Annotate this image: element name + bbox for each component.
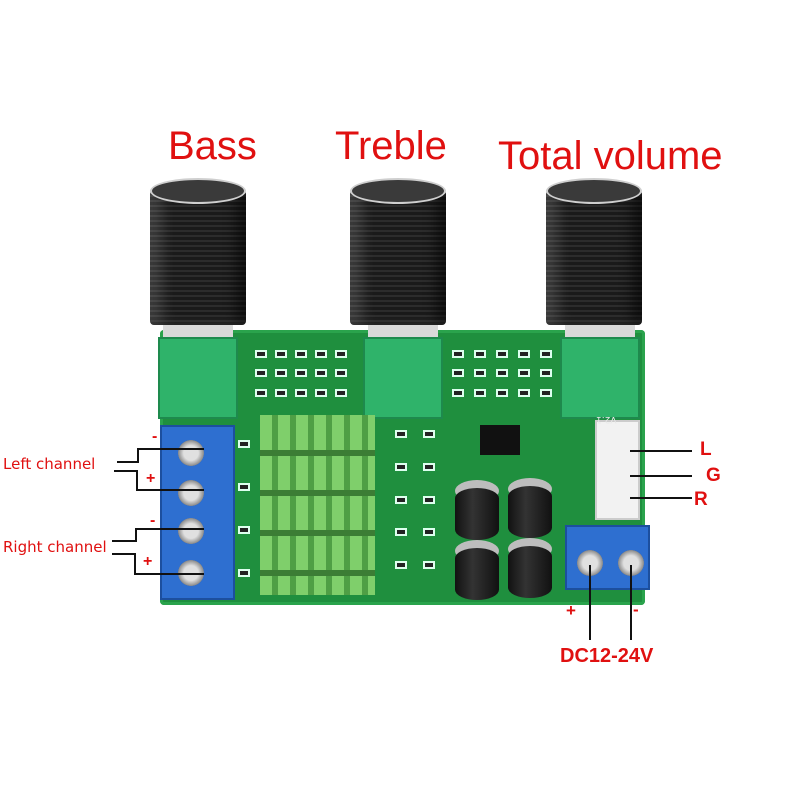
bass-label: Bass [168,124,257,168]
left-channel-label: Left channel [3,455,96,473]
right-channel-label: Right channel [3,538,107,556]
leader-line [137,448,204,450]
leader-line [117,461,139,463]
leader-line [112,553,136,555]
bass-knob [150,185,246,325]
heatsink-groove [260,530,375,536]
volume-knob [546,185,642,325]
output-l-label: L [700,439,712,460]
leader-line [137,448,139,462]
leader-line [134,553,136,574]
leader-line [134,573,204,575]
left-minus-label: - [152,428,158,445]
output-r-label: R [694,489,708,510]
bass-pot-shaft [163,325,233,337]
leader-line [135,528,204,530]
output-g-label: G [706,465,721,486]
treble-knob-top [350,178,446,204]
capacitor [508,478,552,538]
leader-line [112,540,137,542]
heatsink [260,415,375,595]
left-plus-screw [178,480,204,506]
volume-pot-shaft [565,325,635,337]
smd-column-left [238,440,254,590]
leader-line [589,565,591,640]
smd-array-left [255,350,355,400]
version-silkscreen: V2.1 [596,414,617,424]
volume-potentiometer [560,337,640,419]
heatsink-groove [260,570,375,576]
smd-array-center [395,430,455,580]
leader-line [135,528,137,540]
treble-knob [350,185,446,325]
power-label: DC12-24V [560,645,654,667]
left-minus-screw [178,440,204,466]
total-volume-label: Total volume [498,134,723,178]
right-minus-screw [178,518,204,544]
leader-line [630,475,692,477]
leader-line [136,489,204,491]
leader-line [630,450,692,452]
treble-pot-shaft [368,325,438,337]
power-minus-label: - [633,600,639,619]
bass-knob-top [150,178,246,204]
volume-knob-top [546,178,642,204]
capacitor [455,480,499,540]
right-minus-label: - [150,512,156,529]
leader-line [630,565,632,640]
treble-label: Treble [335,124,447,168]
leader-line [136,470,138,490]
amplifier-chip [480,425,520,455]
speaker-output-connector [595,420,640,520]
bass-potentiometer [158,337,238,419]
leader-line [630,497,692,499]
capacitor [455,540,499,600]
heatsink-groove [260,490,375,496]
heatsink-groove [260,450,375,456]
left-plus-label: + [146,470,156,487]
smd-array-right [452,350,562,400]
treble-potentiometer [363,337,443,419]
power-plus-label: + [566,601,576,620]
capacitor [508,538,552,598]
leader-line [114,470,138,472]
right-plus-label: + [143,553,153,570]
